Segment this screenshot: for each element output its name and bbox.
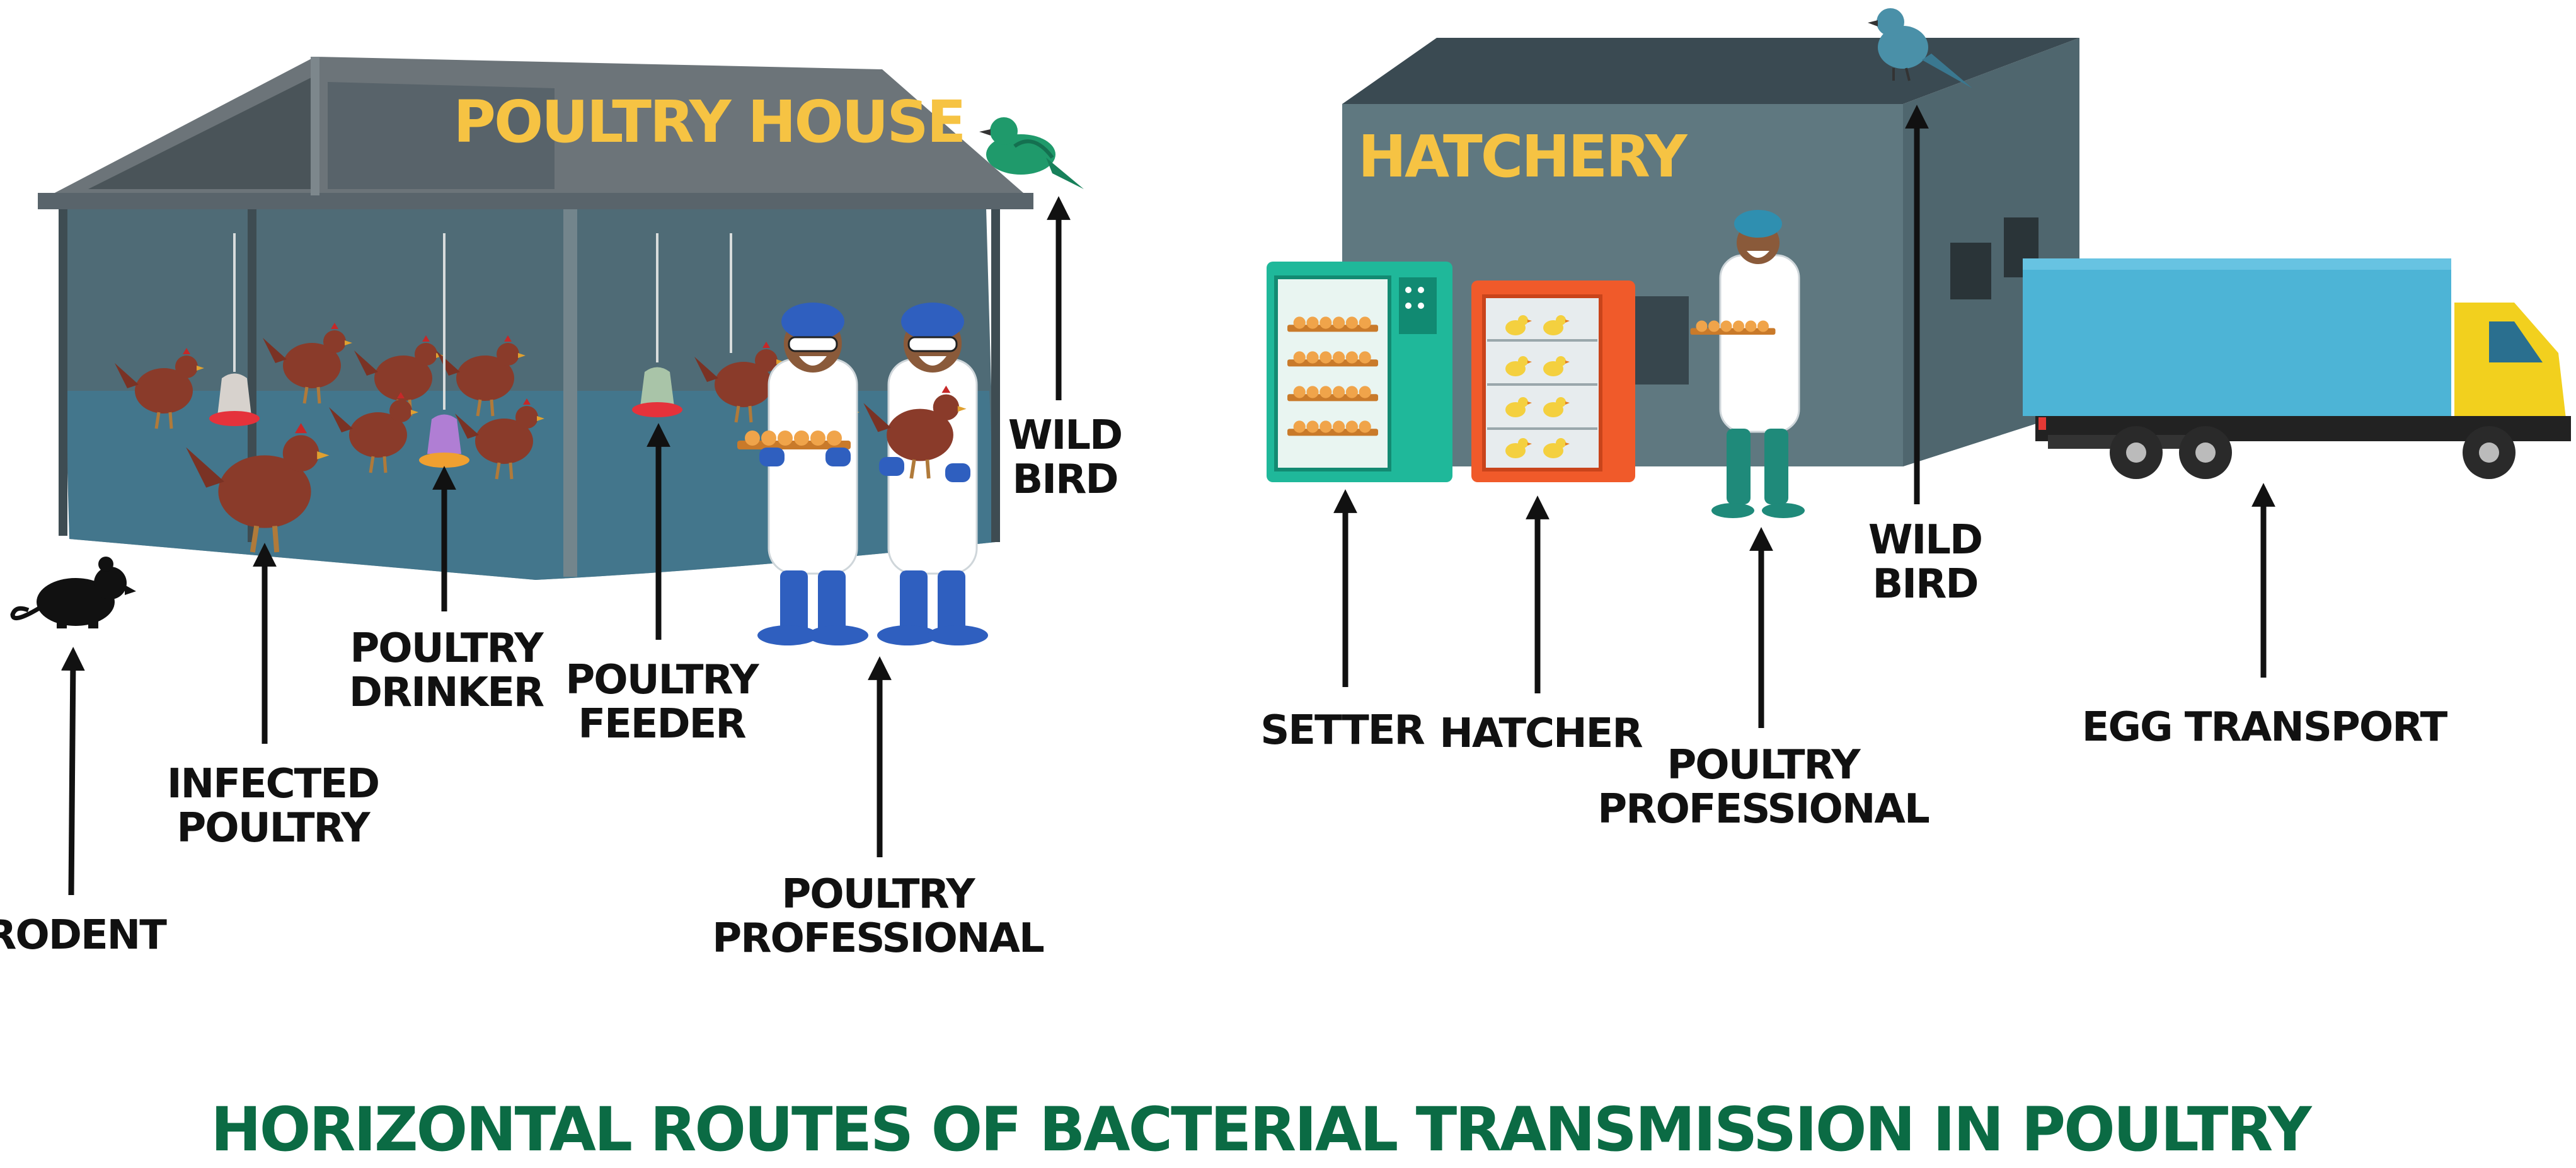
label-poultry-professional-line2: PROFESSIONAL [712,915,1044,962]
label-wild-bird-line2: BIRD [1013,456,1118,503]
hatchery-professional-figure [1690,210,1805,518]
labels: RODENT INFECTED POULTRY POULTRY DRINKER … [0,412,2449,962]
label-hatcher: HATCHER [1439,710,1642,757]
label-poultry-drinker-line1: POULTRY [350,625,544,672]
label-hatchery-wild-bird-line1: WILD [1868,517,1982,564]
poultry-feeder-icon [632,233,732,417]
arrow-rodent [60,647,85,896]
label-hatchery-professional-line2: PROFESSIONAL [1597,786,1929,833]
label-poultry-feeder-line2: FEEDER [578,701,745,748]
rodent-icon [10,557,136,628]
arrows [60,105,2275,896]
label-hatchery-wild-bird-line2: BIRD [1873,561,1978,608]
hatchery-sign: HATCHERY [1358,123,1688,190]
hatchery-building: HATCHERY [1267,8,2571,518]
wild-bird-icon [979,117,1084,189]
poultry-house: POULTRY HOUSE [10,57,1084,645]
diagram-title: HORIZONTAL ROUTES OF BACTERIAL TRANSMISS… [210,1094,2313,1165]
label-poultry-drinker-line2: DRINKER [349,669,544,716]
label-infected-poultry-line1: INFECTED [167,761,379,807]
label-infected-poultry-line2: POULTRY [176,805,371,852]
poultry-drinker-icon [209,233,469,468]
label-hatchery-professional-line1: POULTRY [1667,742,1861,789]
setter-icon [1267,262,1452,482]
label-poultry-feeder-line1: POULTRY [565,657,759,703]
label-rodent: RODENT [0,912,167,959]
label-poultry-professional-line1: POULTRY [781,871,975,918]
hatchery-wild-bird-icon [1868,8,1972,88]
label-setter: SETTER [1260,707,1424,754]
label-egg-transport: EGG TRANSPORT [2082,704,2448,751]
hatcher-icon [1471,280,1635,482]
poultry-professional-figure [737,303,988,645]
egg-transport-truck [2023,258,2571,479]
label-wild-bird-line1: WILD [1008,412,1122,459]
poultry-house-sign: POULTRY HOUSE [454,88,965,156]
